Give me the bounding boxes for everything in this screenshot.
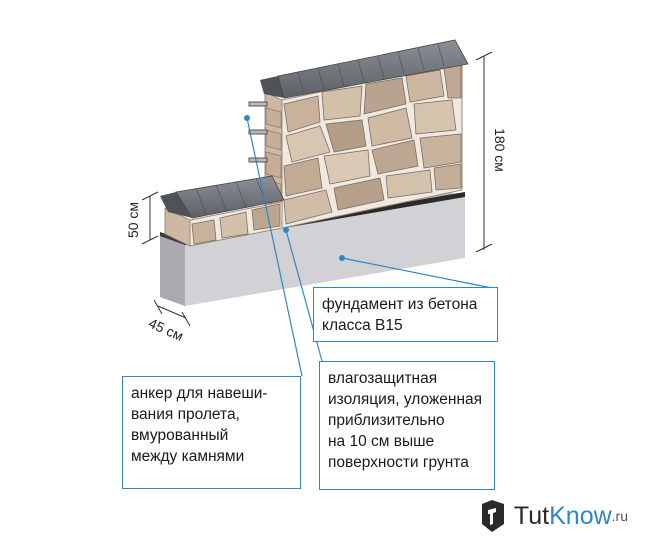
stone xyxy=(413,99,457,135)
anchor-hinges xyxy=(248,101,268,163)
callout-foundation-line: класса В15 xyxy=(322,317,403,334)
stone xyxy=(285,125,331,163)
stone xyxy=(323,149,371,185)
stone xyxy=(251,203,281,231)
leader-dots xyxy=(244,115,345,261)
stone xyxy=(283,189,333,225)
logo-text-accent: Know xyxy=(549,501,612,530)
callout-foundation: фундамент из бетона класса В15 xyxy=(313,287,498,342)
stone xyxy=(419,133,462,169)
callout-insulation-line: влагозащитная xyxy=(328,370,438,387)
stone xyxy=(405,69,445,103)
stone xyxy=(385,169,433,199)
stone xyxy=(333,177,385,211)
dimension-45-label: 45 см xyxy=(146,315,185,344)
stone xyxy=(367,107,413,147)
leader-anchor xyxy=(246,117,303,377)
callout-insulation-line: приблизительно xyxy=(328,412,445,429)
callout-anchor-line: вмурованный xyxy=(131,427,229,444)
tall-wall-front xyxy=(281,61,463,229)
logo-icon xyxy=(481,500,504,532)
stone xyxy=(219,211,249,239)
stone xyxy=(433,163,462,191)
callout-anchor: анкер для навеши- вания пролета, вмурова… xyxy=(122,376,301,489)
leader-foundation xyxy=(341,257,498,290)
dimension-180 xyxy=(475,51,493,253)
tall-wall-cap xyxy=(260,39,469,99)
callout-insulation-line: изоляция, уложенная xyxy=(328,391,483,408)
callout-insulation-line: поверхности грунта xyxy=(328,454,469,471)
low-wall-front xyxy=(189,201,283,247)
dimension-50 xyxy=(141,191,159,245)
stone xyxy=(321,85,363,121)
callout-anchor-line: между камнями xyxy=(131,448,245,465)
callout-anchor-line: анкер для навеши- xyxy=(131,385,268,402)
dimension-180-label: 180 см xyxy=(492,128,508,172)
callout-insulation: влагозащитная изоляция, уложенная прибли… xyxy=(319,361,495,490)
stone xyxy=(363,77,407,115)
stone xyxy=(371,139,419,175)
dimension-50-label: 50 см xyxy=(125,202,141,238)
callout-insulation-line: на 10 см выше xyxy=(328,433,435,450)
stone xyxy=(325,119,367,153)
logo-text-tld: .ru xyxy=(611,508,628,524)
dimension-45 xyxy=(153,299,191,327)
stone xyxy=(191,219,217,245)
stone xyxy=(283,157,323,197)
stone xyxy=(283,95,321,133)
callout-foundation-line: фундамент из бетона xyxy=(322,296,478,313)
brand-logo: Tut Know .ru xyxy=(478,498,628,534)
logo-text-main: Tut xyxy=(513,501,550,530)
callout-anchor-line: вания пролета, xyxy=(131,406,240,423)
